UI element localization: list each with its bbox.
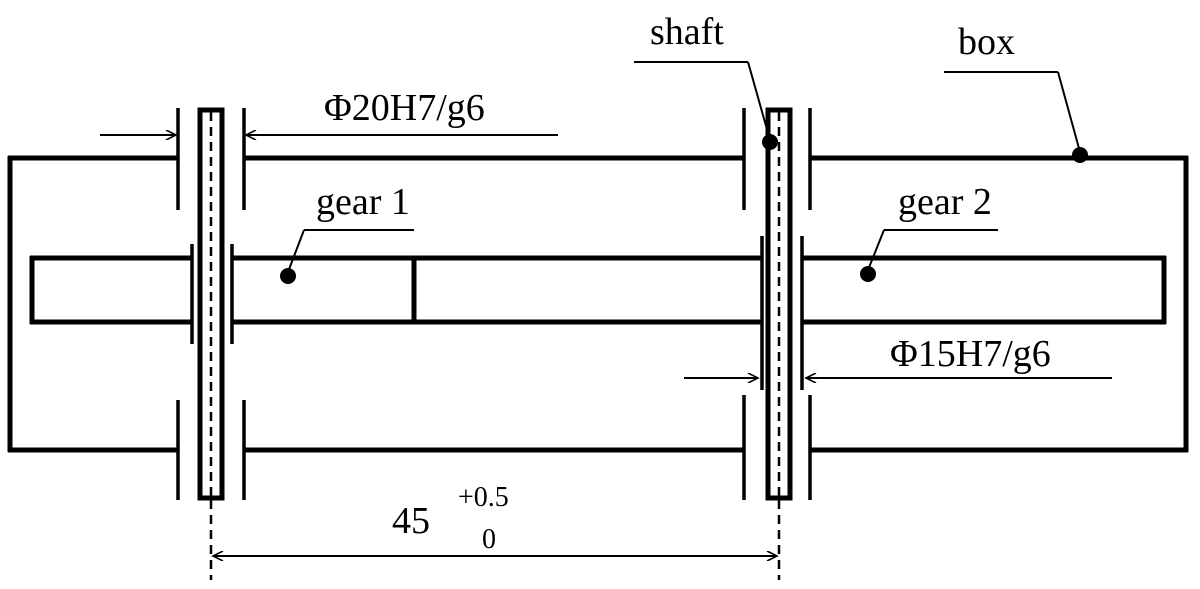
fit-left-label: Φ20H7/g6 — [324, 87, 485, 129]
left-shaft — [197, 107, 225, 580]
gear1-leader — [280, 229, 414, 284]
fit-right-label: Φ15H7/g6 — [890, 333, 1051, 375]
left-bearing-marks — [176, 108, 246, 500]
box-label: box — [958, 21, 1015, 63]
shaft-label: shaft — [650, 11, 724, 53]
dimension-nominal: 45 — [392, 500, 430, 542]
dimension-upper-deviation: +0.5 — [458, 482, 509, 513]
gear-body — [29, 255, 1167, 325]
right-shaft — [765, 107, 793, 580]
box-leader — [944, 71, 1088, 163]
shaft-leader — [634, 61, 778, 150]
gear2-label: gear 2 — [898, 181, 992, 223]
gear1-label: gear 1 — [316, 181, 410, 223]
gear2-leader — [860, 229, 998, 282]
right-bearing-marks — [742, 108, 812, 500]
box-outline — [7, 155, 1189, 453]
dimension-lower-deviation: 0 — [482, 524, 496, 555]
